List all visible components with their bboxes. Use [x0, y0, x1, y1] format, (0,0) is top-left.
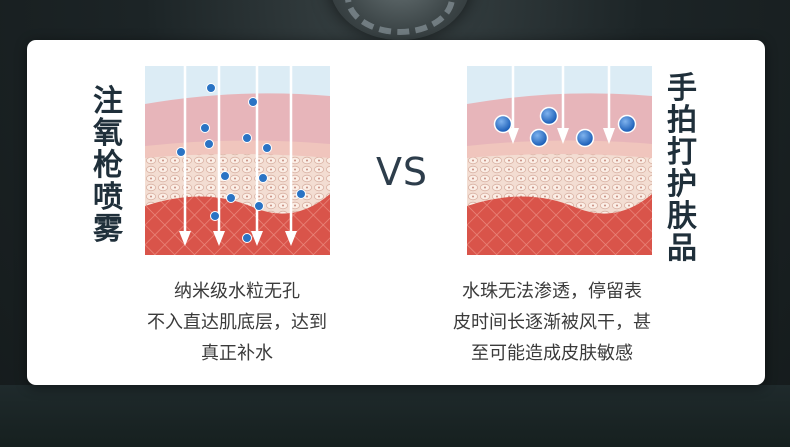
caption-line: 至可能造成皮肤敏感 — [471, 343, 633, 364]
right-title-char: 肤 — [667, 199, 697, 234]
right-title-char: 手 — [667, 71, 697, 106]
right-title-char: 打 — [667, 135, 697, 170]
right-title-char: 拍 — [667, 103, 697, 138]
right-title-char: 品 — [667, 231, 697, 266]
bottom-band — [0, 385, 790, 447]
right-caption: 水珠无法渗透，停留表 皮时间长逐渐被风干，甚 至可能造成皮肤敏感 — [402, 276, 702, 369]
caption-line: 不入直达肌底层，达到 — [147, 312, 327, 333]
left-title-char: 注 — [93, 84, 123, 119]
skin-diagram-nano-spray — [145, 66, 330, 255]
left-title: 注 氧 枪 喷 雾 — [91, 86, 125, 246]
right-title: 手 拍 打 护 肤 品 — [665, 73, 699, 265]
comparison-card: 注 氧 枪 喷 雾 — [27, 40, 765, 385]
left-caption: 纳米级水粒无孔 不入直达肌底层，达到 真正补水 — [87, 276, 387, 369]
left-title-char: 枪 — [93, 148, 123, 183]
left-title-char: 氧 — [93, 116, 123, 151]
caption-line: 皮时间长逐渐被风干，甚 — [453, 312, 651, 333]
left-title-char: 喷 — [93, 180, 123, 215]
left-title-char: 雾 — [93, 212, 123, 247]
caption-line: 纳米级水粒无孔 — [174, 281, 300, 302]
caption-line: 水珠无法渗透，停留表 — [462, 281, 642, 302]
caption-line: 真正补水 — [201, 343, 273, 364]
skin-diagram-hand-pat — [467, 66, 652, 255]
right-title-char: 护 — [667, 167, 697, 202]
versus-label: VS — [375, 150, 429, 194]
